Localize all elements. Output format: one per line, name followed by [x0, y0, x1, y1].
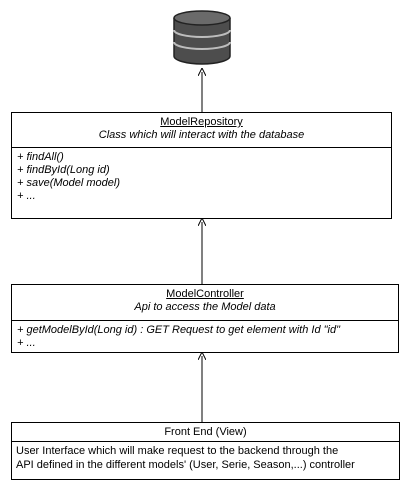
controller-methods: + getModelById(Long id) : GET Request to… [12, 321, 398, 350]
repository-title: ModelRepository [160, 116, 243, 128]
description-line: API defined in the different models' (Us… [16, 459, 355, 471]
front-end-title: Front End (View) [12, 423, 399, 442]
controller-subtitle: Api to access the Model data [134, 301, 276, 313]
method-item: + ... [17, 190, 36, 202]
controller-title: ModelController [166, 288, 244, 300]
repository-header: ModelRepository Class which will interac… [12, 113, 391, 148]
method-item: + getModelById(Long id) : GET Request to… [17, 324, 341, 336]
method-item: + findById(Long id) [17, 164, 110, 176]
repository-methods: + findAll() + findById(Long id) + save(M… [12, 148, 391, 203]
method-item: + findAll() [17, 151, 64, 163]
method-item: + ... [17, 337, 36, 349]
model-controller-class: ModelController Api to access the Model … [11, 284, 399, 353]
method-item: + save(Model model) [17, 177, 121, 189]
description-line: User Interface which will make request t… [16, 445, 339, 457]
controller-header: ModelController Api to access the Model … [12, 285, 398, 321]
model-repository-class: ModelRepository Class which will interac… [11, 112, 392, 219]
front-end-description: User Interface which will make request t… [12, 442, 399, 472]
repository-subtitle: Class which will interact with the datab… [98, 129, 305, 141]
front-end-box: Front End (View) User Interface which wi… [11, 422, 400, 480]
database-icon [173, 10, 231, 65]
